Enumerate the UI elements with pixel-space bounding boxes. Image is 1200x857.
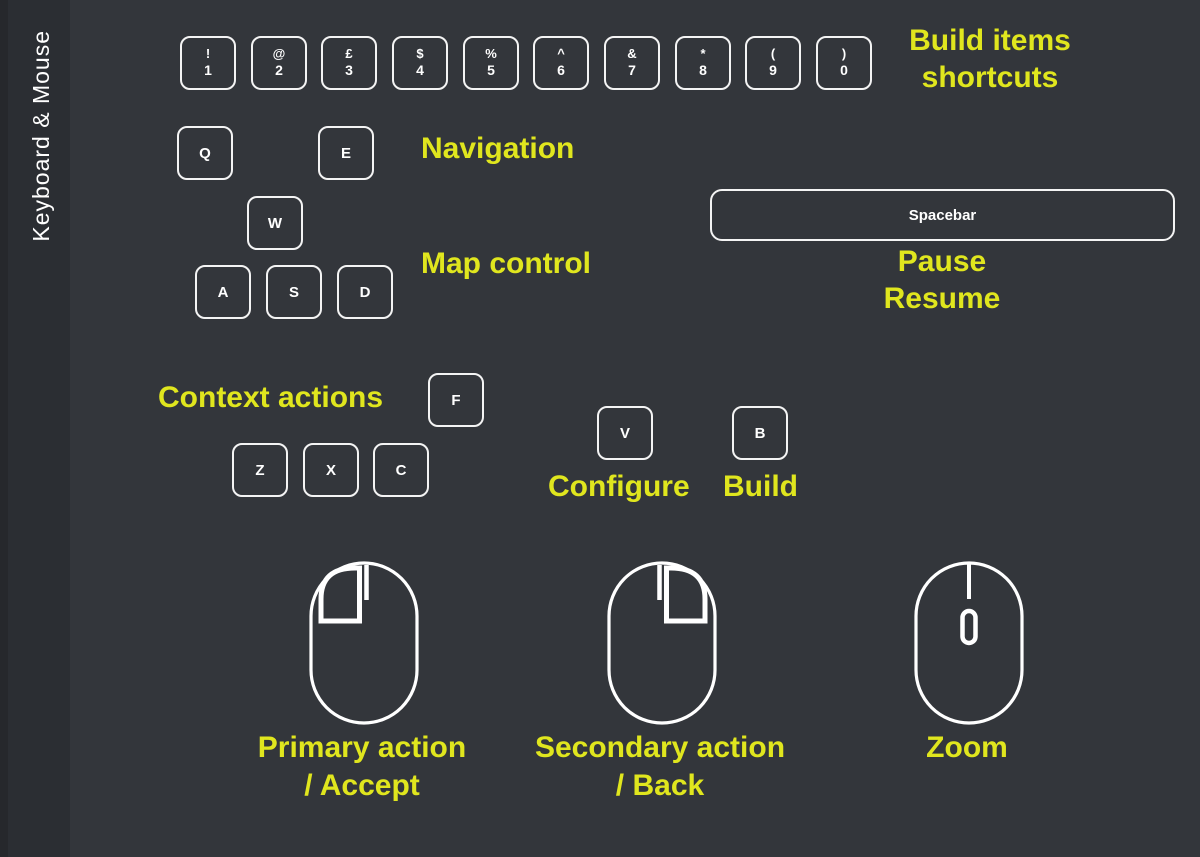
key-1: ! 1 — [180, 36, 236, 90]
key-e: E — [318, 126, 374, 180]
key-number: 8 — [699, 62, 707, 79]
label-line: Pause — [897, 245, 987, 278]
key-q: Q — [177, 126, 233, 180]
key-z: Z — [232, 443, 288, 497]
key-number: 9 — [769, 62, 777, 79]
mouse-left-click-icon — [309, 561, 419, 725]
tab-keyboard-and-mouse[interactable]: Keyboard & Mouse — [28, 30, 54, 242]
screen-left-edge — [0, 0, 8, 857]
label-line: Build items — [909, 24, 1071, 57]
key-label: B — [754, 424, 766, 442]
key-label: S — [288, 283, 299, 301]
label-build: Build — [723, 470, 798, 503]
label-primary-action: Primary action / Accept — [202, 729, 522, 805]
key-number: 3 — [345, 62, 353, 79]
key-number: 0 — [840, 62, 848, 79]
key-label: E — [340, 144, 351, 162]
label-navigation: Navigation — [421, 132, 575, 165]
key-shift-symbol: $ — [416, 46, 424, 62]
key-shift-symbol: ^ — [557, 46, 565, 62]
key-2: @ 2 — [251, 36, 307, 90]
key-label: Spacebar — [908, 206, 977, 224]
key-7: & 7 — [604, 36, 660, 90]
label-line: Primary action — [257, 731, 467, 764]
mouse-right-click-icon — [607, 561, 717, 725]
key-w: W — [247, 196, 303, 250]
key-label: W — [267, 214, 283, 232]
key-label: V — [619, 424, 630, 442]
key-label: C — [395, 461, 407, 479]
label-map-control: Map control — [421, 247, 591, 280]
key-shift-symbol: £ — [345, 46, 353, 62]
label-line: / Accept — [304, 769, 420, 802]
key-0: ) 0 — [816, 36, 872, 90]
key-x: X — [303, 443, 359, 497]
key-5: % 5 — [463, 36, 519, 90]
key-shift-symbol: @ — [272, 46, 286, 62]
key-8: * 8 — [675, 36, 731, 90]
key-number: 7 — [628, 62, 636, 79]
label-line: Secondary action — [534, 731, 786, 764]
label-line: / Back — [615, 769, 705, 802]
key-b: B — [732, 406, 788, 460]
key-a: A — [195, 265, 251, 319]
key-shift-symbol: ( — [770, 46, 776, 62]
key-v: V — [597, 406, 653, 460]
key-label: D — [359, 283, 371, 301]
key-6: ^ 6 — [533, 36, 589, 90]
key-shift-symbol: ) — [841, 46, 847, 62]
key-number: 5 — [487, 62, 495, 79]
key-shift-symbol: * — [700, 46, 706, 62]
key-spacebar: Spacebar — [710, 189, 1175, 241]
label-build-items-shortcuts: Build items shortcuts — [830, 22, 1150, 96]
key-d: D — [337, 265, 393, 319]
label-line: shortcuts — [921, 61, 1059, 94]
key-c: C — [373, 443, 429, 497]
key-number: 1 — [204, 62, 212, 79]
label-configure: Configure — [548, 470, 690, 503]
key-shift-symbol: % — [485, 46, 497, 62]
key-label: A — [217, 283, 229, 301]
key-4: $ 4 — [392, 36, 448, 90]
sidebar: Keyboard & Mouse — [8, 0, 70, 857]
key-label: Q — [199, 144, 211, 162]
key-number: 4 — [416, 62, 424, 79]
label-context-actions: Context actions — [158, 381, 384, 414]
key-label: F — [451, 391, 461, 409]
mouse-scroll-wheel-icon — [914, 561, 1024, 725]
key-f: F — [428, 373, 484, 427]
key-s: S — [266, 265, 322, 319]
key-3: £ 3 — [321, 36, 377, 90]
label-line: Zoom — [926, 731, 1008, 764]
key-label: Z — [255, 461, 265, 479]
label-line: Resume — [883, 282, 1001, 315]
label-zoom: Zoom — [807, 729, 1127, 767]
key-number: 2 — [275, 62, 283, 79]
key-label: X — [325, 461, 336, 479]
key-9: ( 9 — [745, 36, 801, 90]
key-shift-symbol: & — [627, 46, 637, 62]
label-pause-resume: Pause Resume — [762, 243, 1122, 317]
key-shift-symbol: ! — [205, 46, 211, 62]
key-number: 6 — [557, 62, 565, 79]
label-secondary-action: Secondary action / Back — [500, 729, 820, 805]
